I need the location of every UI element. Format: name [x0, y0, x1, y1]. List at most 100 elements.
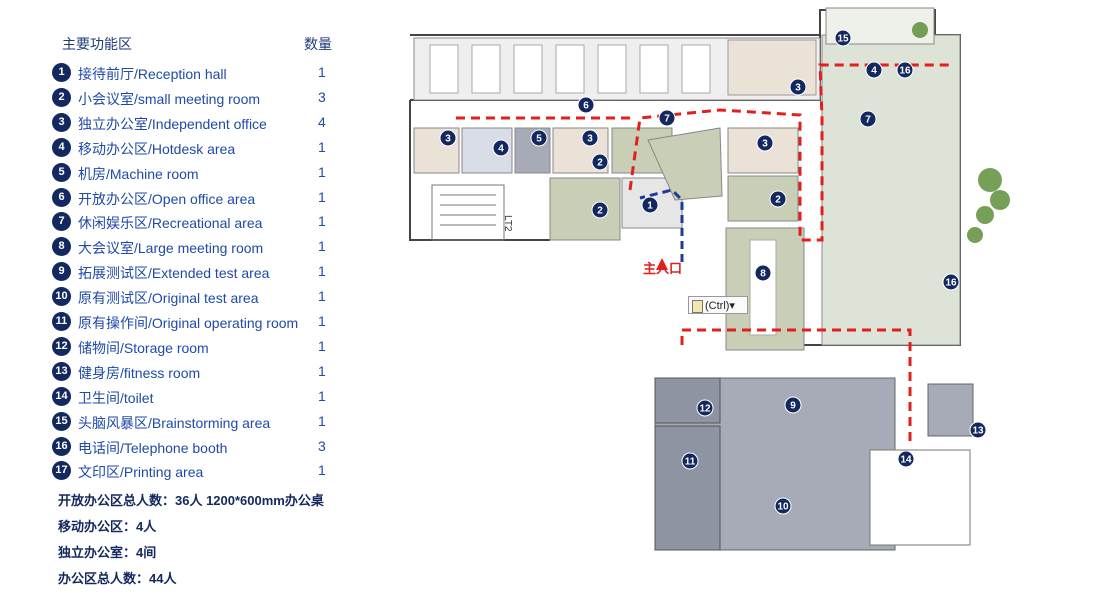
plan-marker-label: 7: [865, 115, 871, 126]
plan-marker-label: 11: [685, 457, 696, 468]
legend-item-count: 1: [318, 213, 326, 230]
plan-marker-label: 8: [760, 269, 766, 280]
plan-marker-label: 16: [945, 278, 957, 289]
legend-item-count: 1: [318, 362, 326, 379]
plan-marker: [896, 61, 914, 79]
plan-marker: [696, 399, 714, 417]
plan-marker: [577, 96, 595, 114]
legend-number-badge: 3: [52, 112, 71, 132]
legend-item-count: 1: [318, 387, 326, 404]
legend-row: 14 卫生间/toilet 1: [52, 386, 372, 408]
legend-item-name: 大会议室/Large meeting room: [78, 240, 264, 257]
plan-marker-label: 7: [664, 114, 670, 125]
legend-item-count: 3: [318, 437, 326, 454]
plan-marker: [658, 109, 676, 127]
ctrl-label: (Ctrl)▾: [705, 300, 735, 312]
plan-marker-label: 3: [587, 134, 593, 145]
legend-item-count: 1: [318, 263, 326, 280]
legend-number-badge: 8: [52, 237, 71, 257]
plan-marker: [969, 421, 987, 439]
legend-item-name: 原有测试区/Original test area: [78, 290, 259, 307]
plan-marker: [769, 190, 787, 208]
legend-item-count: 1: [318, 64, 326, 80]
main-entrance-label: 主入口: [643, 261, 683, 276]
plan-marker-label: 14: [900, 455, 912, 466]
plan-marker: [754, 264, 772, 282]
stairwell: [431, 184, 505, 241]
plan-marker: [942, 273, 960, 291]
plan-marker: [641, 196, 659, 214]
clipboard-icon: [692, 299, 703, 313]
plan-marker-label: 2: [775, 195, 781, 206]
legend-item-name: 电话间/Telephone booth: [78, 439, 228, 456]
zone-operating-room: [654, 425, 721, 551]
plan-marker-label: 2: [597, 206, 603, 217]
zone-recreational: [821, 34, 961, 346]
legend-row: 1 接待前厅/Reception hall 1: [52, 62, 372, 84]
greenery: [912, 22, 1010, 243]
legend-header-count: 数量: [304, 36, 332, 52]
zone-small-meeting-right: [727, 175, 799, 222]
plan-marker: [591, 153, 609, 171]
legend-number-badge: 9: [52, 262, 71, 282]
plan-marker: [865, 61, 883, 79]
legend-number-badge: 12: [52, 336, 71, 356]
plan-marker: [530, 129, 548, 147]
plan-marker-label: 3: [795, 83, 801, 94]
legend-item-count: 1: [318, 288, 326, 305]
plan-marker: [859, 110, 877, 128]
large-meeting-table: [749, 239, 777, 336]
zone-toilet: [869, 449, 971, 546]
summary-independent-office: 独立办公室：4间: [58, 545, 157, 560]
legend-number-badge: 14: [52, 386, 71, 406]
plan-marker: [439, 129, 457, 147]
plan-marker: [492, 139, 510, 157]
plan-marker: [834, 29, 852, 47]
legend-item-name: 开放办公区/Open office area: [78, 190, 256, 207]
plan-marker-label: 16: [899, 66, 911, 77]
legend-number-badge: 5: [52, 162, 71, 182]
zone-storage: [654, 377, 721, 424]
legend-number-badge: 11: [52, 312, 71, 331]
legend-item-count: 3: [318, 88, 326, 105]
legend-header-name: 主要功能区: [62, 36, 132, 52]
legend-number-badge: 1: [52, 63, 71, 82]
legend-item-name: 接待前厅/Reception hall: [78, 66, 227, 82]
summary-total: 办公区总人数：44人: [58, 571, 177, 586]
legend-item-count: 1: [318, 238, 326, 255]
legend-item-name: 移动办公区/Hotdesk area: [78, 140, 236, 157]
plan-marker: [789, 78, 807, 96]
plan-marker: [774, 497, 792, 515]
legend-item-count: 1: [318, 337, 326, 354]
legend-number-badge: 2: [52, 87, 71, 107]
legend-number-badge: 17: [52, 461, 71, 481]
entry-route: [639, 188, 684, 262]
plan-marker-label: 3: [445, 134, 451, 145]
legend-item-count: 1: [318, 188, 326, 205]
plan-marker-label: 3: [762, 139, 768, 150]
plan-marker-label: 12: [699, 404, 711, 415]
plan-marker: [897, 450, 915, 468]
legend-item-count: 1: [318, 412, 326, 429]
legend-row: 8 大会议室/Large meeting room 1: [52, 236, 372, 258]
plan-marker-label: 10: [777, 502, 789, 513]
paste-options-button[interactable]: (Ctrl)▾: [688, 296, 748, 314]
legend-item-count: 4: [318, 113, 326, 130]
plan-marker-label: 2: [597, 158, 603, 169]
legend-item-count: 1: [318, 313, 326, 329]
legend-item-name: 头脑风暴区/Brainstorming area: [78, 414, 271, 431]
plan-marker: [681, 452, 699, 470]
legend-item-name: 卫生间/toilet: [78, 389, 154, 406]
legend-item-name: 储物间/Storage room: [78, 339, 209, 356]
legend-item-name: 机房/Machine room: [78, 165, 199, 182]
route-bottom: [680, 328, 912, 445]
